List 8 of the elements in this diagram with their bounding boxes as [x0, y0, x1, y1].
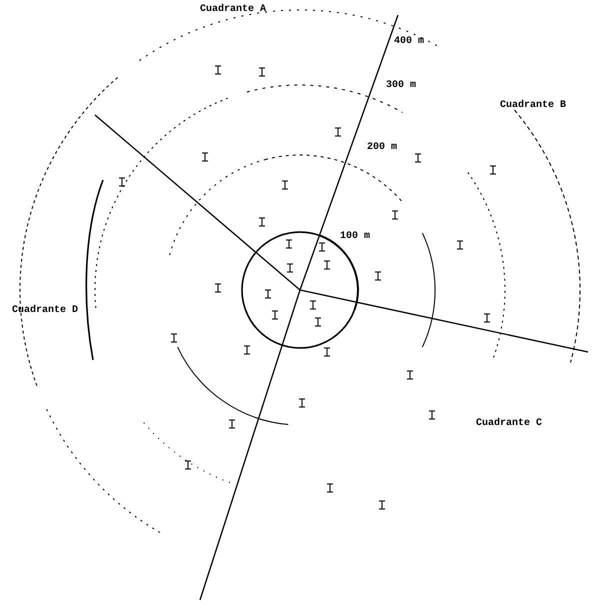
quadrant-label: Cuadrante B [500, 100, 566, 112]
distance-label: 300 m [386, 80, 416, 92]
distance-label: 400 m [394, 36, 424, 48]
quadrant-label: Cuadrante A [200, 4, 266, 16]
quadrant-label: Cuadrante D [12, 305, 78, 317]
distance-label: 200 m [367, 142, 398, 154]
distance-label: 100 m [340, 231, 370, 243]
quadrant-label: Cuadrante C [476, 418, 542, 430]
